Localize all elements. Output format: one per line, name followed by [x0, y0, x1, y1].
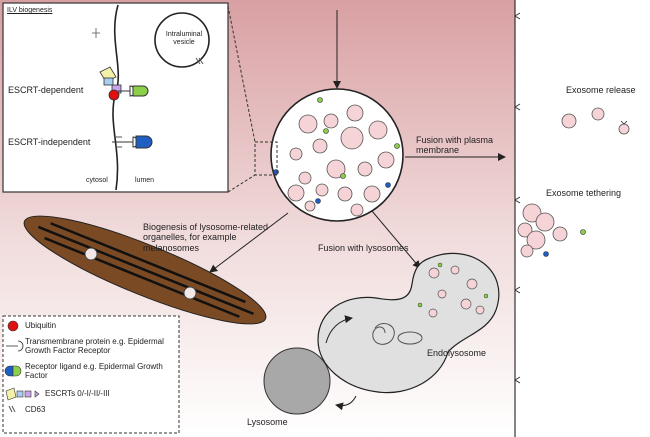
arrow-endolysosome-to-lysosome: [335, 395, 357, 411]
endolysosome-vesicles: [428, 265, 485, 318]
escrt-independent-label: ESCRT-independent: [8, 137, 91, 147]
legend-box: [2, 315, 180, 434]
arrow-lysosome-related: [209, 212, 289, 273]
tethered-exosomes: [517, 203, 568, 258]
transmembrane-protein-icon: [6, 340, 24, 352]
melanosome: [23, 215, 267, 325]
endolysosome-inner-loop: [397, 331, 423, 345]
released-exosomes: [561, 107, 630, 135]
endolysosome-swirl: [372, 323, 395, 345]
lysosome-label: Lysosome: [247, 417, 288, 427]
membrane-proteins: [514, 12, 521, 384]
legend-item-transmembrane: Transmembrane protein e.g. Epidermal Gro…: [25, 337, 164, 356]
escrt-icon: [5, 387, 40, 401]
arrow-lysosome-to-endolysosome: [325, 315, 353, 344]
inset-vesicle-label: Intraluminal vesicle: [165, 31, 203, 47]
exosome-release-label: Exosome release: [566, 85, 636, 95]
endolysosome-ligands: [417, 262, 489, 308]
endolysosome-label: Endolysosome: [427, 348, 487, 358]
exosome-tethering-label: Exosome tethering: [546, 188, 622, 198]
melanosome-vesicle-2: [183, 286, 197, 300]
ubiquitin-icon: [7, 320, 19, 332]
lysosome: [263, 347, 331, 415]
fusion-plasma-label: Fusion with plasma membrane: [416, 135, 494, 156]
mvb-ligands: [273, 97, 400, 204]
receptor-ligand-icon: [4, 365, 22, 377]
intraluminal-vesicles: [287, 104, 395, 217]
legend-item-cd63: CD63: [25, 405, 46, 414]
inset-escrt-complex: [99, 66, 149, 101]
legend-item-receptor-ligand: Receptor ligand e.g. Epidermal Growth Fa…: [25, 362, 163, 381]
inset-escrt-independent-complex: [112, 135, 153, 149]
cd63-icon: [8, 405, 16, 413]
inset-small-protein: [92, 28, 100, 38]
melanosome-vesicle-1: [84, 247, 98, 261]
lumen-label: lumen: [135, 177, 155, 184]
fusion-lysosomes-label: Fusion with lysosomes: [318, 243, 409, 253]
released-exosome-cd63: [620, 120, 628, 125]
zoom-line-top: [227, 5, 256, 143]
lysosome-related-label: Biogenesis of lysosome-related organelle…: [143, 222, 269, 253]
endolysosome: [317, 252, 500, 394]
arrow-fusion-lysosomes: [371, 210, 421, 269]
legend-item-escrt: ESCRTs 0/-I/-II/-III: [45, 389, 110, 398]
mvb-zoom-box: [254, 141, 278, 176]
cytosol-label: cytosol: [86, 177, 108, 184]
inset-title: ILV biogenesis: [7, 7, 53, 14]
inset-intraluminal-vesicle: [154, 12, 210, 68]
inset-cd63-icon: [195, 57, 204, 65]
escrt-dependent-label: ESCRT-dependent: [8, 85, 84, 95]
legend-item-ubiquitin: Ubiquitin: [25, 321, 57, 330]
tethered-ligands: [543, 229, 586, 257]
zoom-line-bottom: [227, 174, 256, 193]
